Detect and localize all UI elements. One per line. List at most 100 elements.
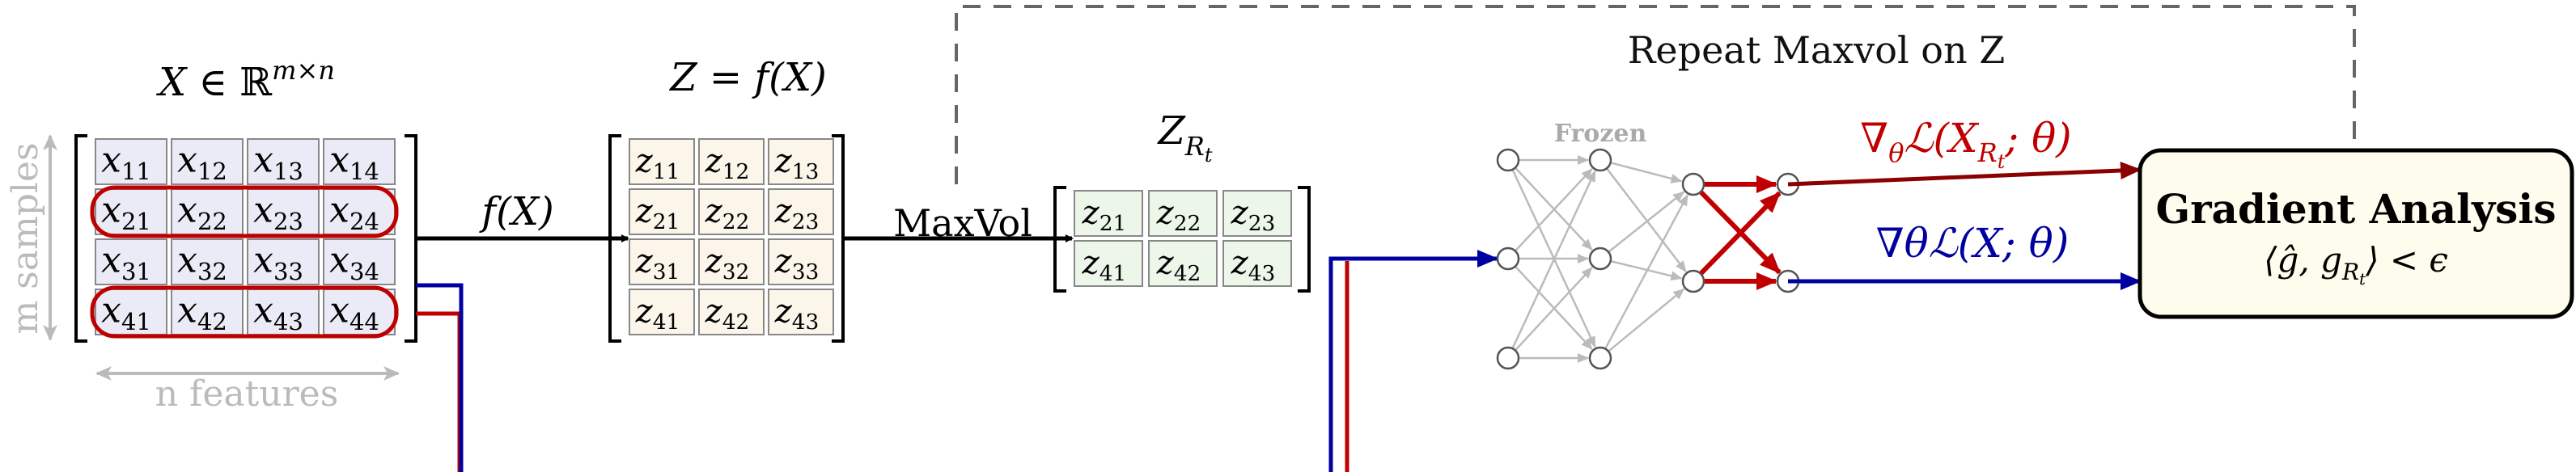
repeat-loop: Repeat Maxvol on Z	[955, 5, 2356, 184]
samples-axis-label: m samples	[5, 142, 46, 334]
matrix-entry: x41	[101, 289, 151, 335]
nn-edge	[1610, 259, 1683, 281]
matrix-cell	[95, 138, 167, 185]
frozen-label: Frozen	[1554, 120, 1647, 148]
matrix-entry: z23	[1231, 194, 1276, 236]
f-arrow: f(X)	[416, 189, 629, 242]
matrix-cell	[95, 238, 167, 285]
matrix-entry: z22	[705, 192, 750, 234]
matrix-entry: x14	[329, 139, 379, 185]
zr-matrix: ZRt z21 z22 z23 z41 z42 z43	[1053, 108, 1311, 293]
nn-edge	[1514, 168, 1593, 252]
nn-edge	[1608, 288, 1685, 352]
matrix-cell	[247, 289, 320, 335]
nn-trainable-edges	[1698, 175, 1782, 290]
nn-node	[1588, 346, 1612, 370]
matrix-entry: z42	[705, 293, 750, 335]
analysis-title: Gradient Analysis	[2156, 185, 2557, 233]
nn-edges	[1511, 155, 1689, 363]
grad-r-label: ∇θℒ(XRt; θ)	[1860, 115, 2071, 173]
analysis-formula: ⟨ĝ, gRt⟩ < ϵ	[2264, 240, 2448, 289]
matrix-cell	[629, 289, 695, 335]
nn-node	[1681, 172, 1705, 196]
matrix-cell	[95, 289, 167, 335]
matrix-cell	[698, 289, 765, 335]
matrix-cell	[171, 188, 244, 235]
zr-matrix-label: ZRt	[1156, 108, 1212, 166]
features-axis-label: n features	[155, 373, 339, 415]
matrix-cell	[768, 138, 834, 185]
z-matrix-label: Z = f(X)	[668, 55, 826, 100]
matrix-entry: z21	[1082, 194, 1127, 236]
matrix-cell	[1222, 240, 1292, 287]
samples-axis: m samples	[5, 134, 57, 341]
matrix-cell	[171, 238, 244, 285]
matrix-entry: z13	[774, 142, 820, 184]
maxvol-arrow: MaxVol	[843, 201, 1074, 245]
matrix-cell	[323, 188, 396, 235]
matrix-entry: x32	[177, 239, 227, 285]
matrix-cell	[171, 138, 244, 185]
matrix-entry: x42	[177, 289, 227, 335]
grad-r-arrow	[1787, 162, 2142, 187]
matrix-cell	[1074, 190, 1143, 237]
matrix-entry: z43	[774, 293, 820, 335]
matrix-cell	[1222, 190, 1292, 237]
matrix-cell	[629, 238, 695, 285]
nn-node	[1496, 346, 1520, 370]
gradient-analysis-box: Gradient Analysis ⟨ĝ, gRt⟩ < ϵ	[2137, 148, 2574, 319]
matrix-cell	[629, 188, 695, 235]
grad-full-label: ∇θℒ(X; θ)	[1876, 220, 2069, 267]
matrix-entry: x34	[329, 239, 379, 285]
matrix-entry: z12	[705, 142, 750, 184]
matrix-entry: x22	[177, 189, 227, 235]
matrix-entry: x44	[329, 289, 379, 335]
features-axis: n features	[95, 366, 400, 415]
matrix-cell	[698, 238, 765, 285]
nn-node	[1588, 148, 1612, 172]
matrix-entry: z22	[1156, 194, 1201, 236]
blue-route	[416, 250, 1498, 472]
matrix-entry: z11	[635, 142, 680, 184]
neural-network: Frozen	[1496, 120, 1800, 370]
nn-edge	[1610, 162, 1683, 183]
matrix-entry: z43	[1231, 244, 1276, 286]
matrix-entry: x43	[253, 289, 303, 335]
matrix-entry: z23	[774, 192, 820, 234]
f-label: f(X)	[479, 189, 553, 234]
maxvol-label: MaxVol	[893, 201, 1032, 245]
matrix-entry: x21	[101, 189, 151, 235]
matrix-cell	[247, 238, 320, 285]
matrix-entry: x12	[177, 139, 227, 185]
matrix-entry: z41	[635, 293, 680, 335]
nn-edge	[1514, 267, 1593, 352]
nn-node	[1681, 269, 1705, 293]
matrix-entry: x33	[253, 239, 303, 285]
matrix-cell	[247, 138, 320, 185]
nn-edge	[1511, 170, 1596, 349]
matrix-cell	[1148, 240, 1218, 287]
matrix-entry: x23	[253, 189, 303, 235]
x-matrix-label: X ∈ ℝm×n	[155, 55, 335, 105]
matrix-entry: z42	[1156, 244, 1201, 286]
nn-edge	[1604, 194, 1689, 350]
selected-row-highlight	[90, 285, 399, 339]
nn-edge	[1698, 191, 1782, 276]
repeat-label: Repeat Maxvol on Z	[1628, 28, 2005, 72]
matrix-cell	[1148, 190, 1218, 237]
red-route	[416, 261, 1349, 472]
nn-node	[1496, 247, 1520, 271]
nn-node	[1496, 148, 1520, 172]
nn-nodes	[1496, 148, 1800, 370]
gradient-arrows: ∇θℒ(XRt; θ) ∇θℒ(X; θ)	[1787, 115, 2142, 290]
matrix-cell	[768, 238, 834, 285]
matrix-entry: z41	[1082, 244, 1127, 286]
selected-row-highlight	[90, 185, 399, 238]
nn-edge	[1605, 167, 1687, 272]
matrix-cell	[629, 138, 695, 185]
